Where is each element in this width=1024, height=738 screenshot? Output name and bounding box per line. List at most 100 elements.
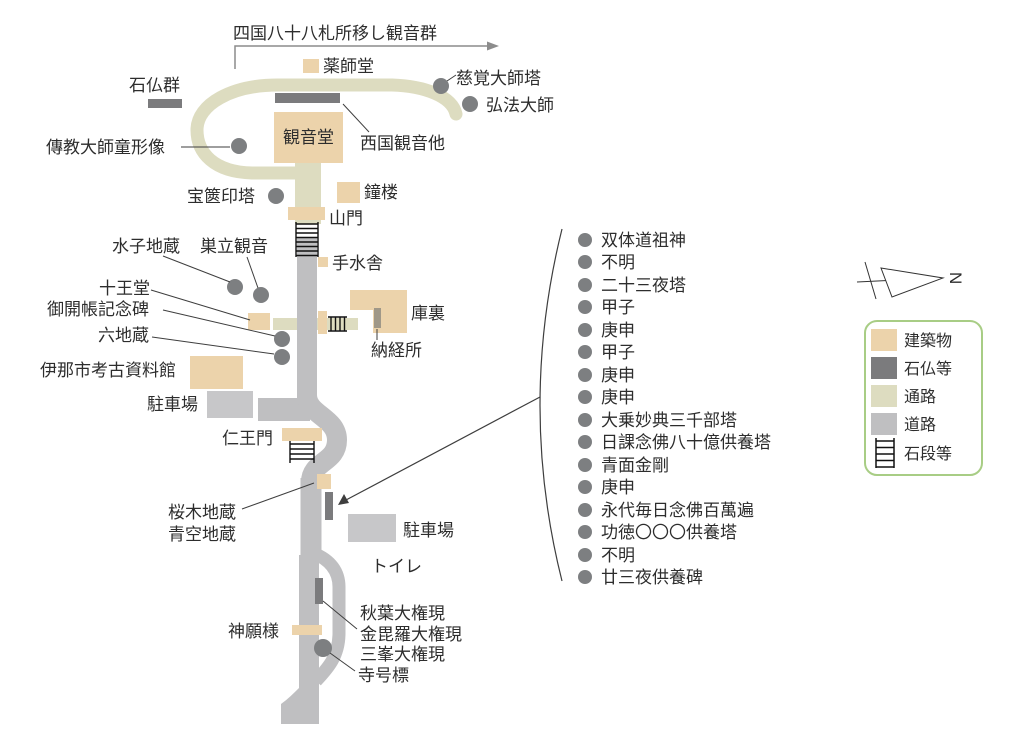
stone-list-item: 庚申 (601, 321, 635, 340)
leader-lines (150, 74, 457, 672)
mitsumine-label: 三峯大権現 (360, 645, 445, 664)
mizuko-dot (227, 279, 243, 295)
konpira-label: 金毘羅大権現 (360, 625, 462, 644)
sekibutsu-gun-label: 石仏群 (129, 76, 180, 95)
north-letter: N (946, 272, 965, 284)
jikaku-label: 慈覚大師塔 (456, 69, 541, 88)
sakuragi-label: 桜木地蔵 (168, 503, 236, 522)
stone-dot (578, 233, 592, 247)
gokaicho-label: 御開帳記念碑 (47, 299, 149, 319)
road-parking-spur (258, 398, 310, 421)
kannondo-building (274, 112, 343, 163)
nokyosho-label: 納経所 (371, 341, 422, 360)
stone-list-item: 不明 (601, 546, 635, 565)
sudachi-label: 巣立観音 (200, 237, 268, 256)
stone-dot (578, 525, 592, 539)
stone-dot (578, 480, 592, 494)
sanmon-building (288, 207, 325, 220)
road-s-curve (297, 393, 348, 484)
stone-dot (578, 323, 592, 337)
sanmon-label: 山門 (329, 209, 363, 228)
legend-swatch-road (871, 413, 897, 435)
sakuragi-stone-row (325, 492, 333, 520)
yakushido-label: 薬師堂 (323, 57, 374, 76)
toilet-label: トイレ (371, 557, 422, 576)
stone-list-item: 日課念佛八十億供養塔 (601, 432, 771, 452)
legend: 建築物 石仏等 通路 道路 石段等 (864, 320, 983, 476)
stone-list-item: 永代毎日念佛百萬遍 (601, 500, 754, 520)
stone-list-item: 甲子 (601, 343, 635, 362)
stone-list-item: 甲子 (601, 298, 635, 317)
stone-list-item: 庚申 (601, 478, 635, 497)
stone-list-item: 廿三夜供養碑 (601, 568, 703, 587)
rokujizo-label: 六地蔵 (98, 326, 149, 345)
stone-list-item: 功徳〇〇〇供養塔 (601, 523, 737, 542)
stone-dot (578, 278, 592, 292)
stone-list-item: 大乗妙典三千部塔 (601, 411, 737, 430)
parking-upper-area (207, 391, 253, 418)
parking-lower-area (348, 514, 396, 542)
stone-dot (578, 255, 592, 269)
legend-label: 道路 (904, 416, 936, 434)
chozuya-building (318, 257, 328, 267)
legend-swatch-stone (871, 357, 897, 379)
niomon-building (282, 428, 322, 441)
legend-swatch-building (871, 329, 897, 351)
kannondo-label: 観音堂 (283, 128, 334, 147)
sudachi-dot (253, 287, 269, 303)
shingan-label: 神願様 (228, 622, 279, 641)
stone-list: 双体道祖神 不明 二十三夜塔 甲子 庚申 甲子 庚申 庚申 大乗妙典三千部塔 日… (578, 231, 771, 587)
mizuko-label: 水子地蔵 (112, 237, 180, 256)
legend-swatch-walkway (871, 385, 897, 407)
stone-dot (578, 435, 592, 449)
sakuragi-jizo-structure (317, 474, 331, 489)
stone-list-arrow (338, 396, 541, 505)
saigoku-kannon-stones (275, 93, 340, 103)
museum-label: 伊那市考古資料館 (40, 361, 176, 380)
shingan-structure (292, 625, 322, 635)
shoro-building (337, 182, 360, 203)
stone-dot (578, 368, 592, 382)
shoro-label: 鐘楼 (364, 183, 398, 202)
kobo-dot (462, 96, 478, 112)
saigoku-label: 西国観音他 (360, 134, 445, 153)
stone-list-item: 不明 (601, 253, 635, 272)
stone-dot (578, 300, 592, 314)
north-compass-icon: N (856, 261, 965, 300)
stone-list-item: 双体道祖神 (601, 231, 686, 250)
stone-dot (578, 458, 592, 472)
stone-list-item: 庚申 (601, 388, 635, 407)
hokyointo-dot (268, 188, 284, 204)
stone-list-item: 二十三夜塔 (601, 276, 686, 295)
stone-dot (578, 390, 592, 404)
niomon-stairs-icon (289, 441, 315, 463)
kobo-label: 弘法大師 (486, 96, 554, 115)
legend-label: 石段等 (904, 445, 952, 463)
denkyo-dot (231, 138, 247, 154)
hokyointo-label: 宝篋印塔 (187, 187, 255, 206)
stone-dot (578, 345, 592, 359)
jikaku-dot (433, 78, 449, 94)
stone-list-brace (539, 228, 563, 582)
road-main-upper (297, 238, 317, 400)
gokaicho-dot (274, 331, 290, 347)
akiba-stone-row (315, 578, 323, 604)
stone-list-item: 青面金剛 (601, 456, 669, 475)
yakushido-building (303, 59, 319, 73)
kuri-label: 庫裏 (411, 303, 445, 323)
stone-list-item: 庚申 (601, 366, 635, 385)
sanmon-stairs-icon (295, 222, 319, 257)
sekibutsu-gun-stones (148, 99, 182, 108)
museum-building (190, 356, 243, 389)
road-loop-right (310, 546, 346, 686)
legend-stairs-icon (875, 438, 895, 468)
niomon-label: 仁王門 (222, 429, 273, 448)
walkway-loop (190, 78, 463, 180)
legend-label: 通路 (904, 388, 936, 406)
jigohyo-label: 寺号標 (358, 666, 409, 685)
nokyosho-bar (374, 308, 381, 328)
jigohyo-dot (314, 639, 332, 657)
juodo-building (248, 313, 270, 330)
